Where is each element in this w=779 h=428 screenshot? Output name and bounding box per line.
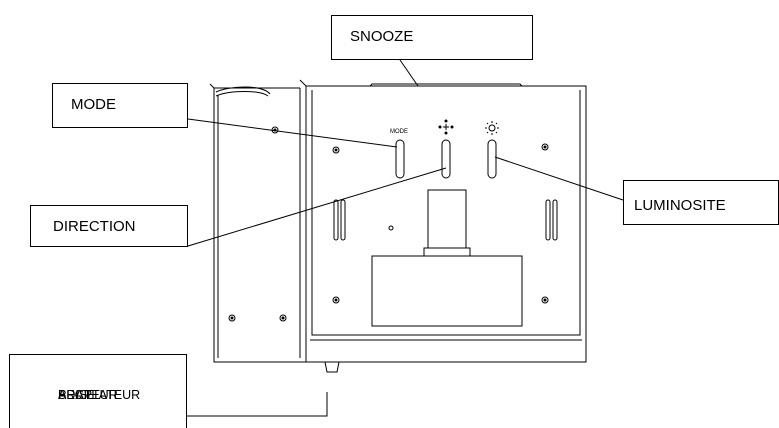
sensor-hole xyxy=(388,225,394,231)
prise-line-3: SECTEUR xyxy=(58,388,118,402)
direction-button xyxy=(441,139,451,179)
main-body xyxy=(299,79,587,373)
device-mode-label: MODE xyxy=(390,129,408,135)
luminosite-leader xyxy=(494,156,624,201)
prise-line-2: ADAPTATEUR xyxy=(58,388,141,402)
screw-icons xyxy=(228,126,549,322)
prise-callout: PRISE ADAPTATEUR SECTEUR xyxy=(9,354,187,428)
left-panel xyxy=(209,83,307,363)
mode-callout: MODE xyxy=(52,83,188,128)
sun-icon xyxy=(485,121,499,135)
mode-label: MODE xyxy=(71,96,116,113)
right-vent xyxy=(545,199,558,241)
stand-mount xyxy=(371,189,523,327)
snooze-label: SNOOZE xyxy=(350,28,414,45)
prise-line-1: PRISE xyxy=(58,388,96,402)
left-vent xyxy=(333,199,346,241)
prise-leader xyxy=(187,392,328,417)
luminosite-button xyxy=(487,139,497,179)
luminosite-callout: LUMINOSITE xyxy=(623,180,779,225)
snooze-leader xyxy=(399,59,419,87)
direction-callout: DIRECTION xyxy=(30,205,188,247)
luminosite-label: LUMINOSITE xyxy=(634,197,726,214)
mode-leader xyxy=(187,118,398,148)
four-arrows-icon xyxy=(438,119,454,135)
mode-button xyxy=(395,139,405,179)
snooze-callout: SNOOZE xyxy=(331,15,533,60)
direction-leader xyxy=(187,167,447,247)
direction-label: DIRECTION xyxy=(53,218,136,235)
